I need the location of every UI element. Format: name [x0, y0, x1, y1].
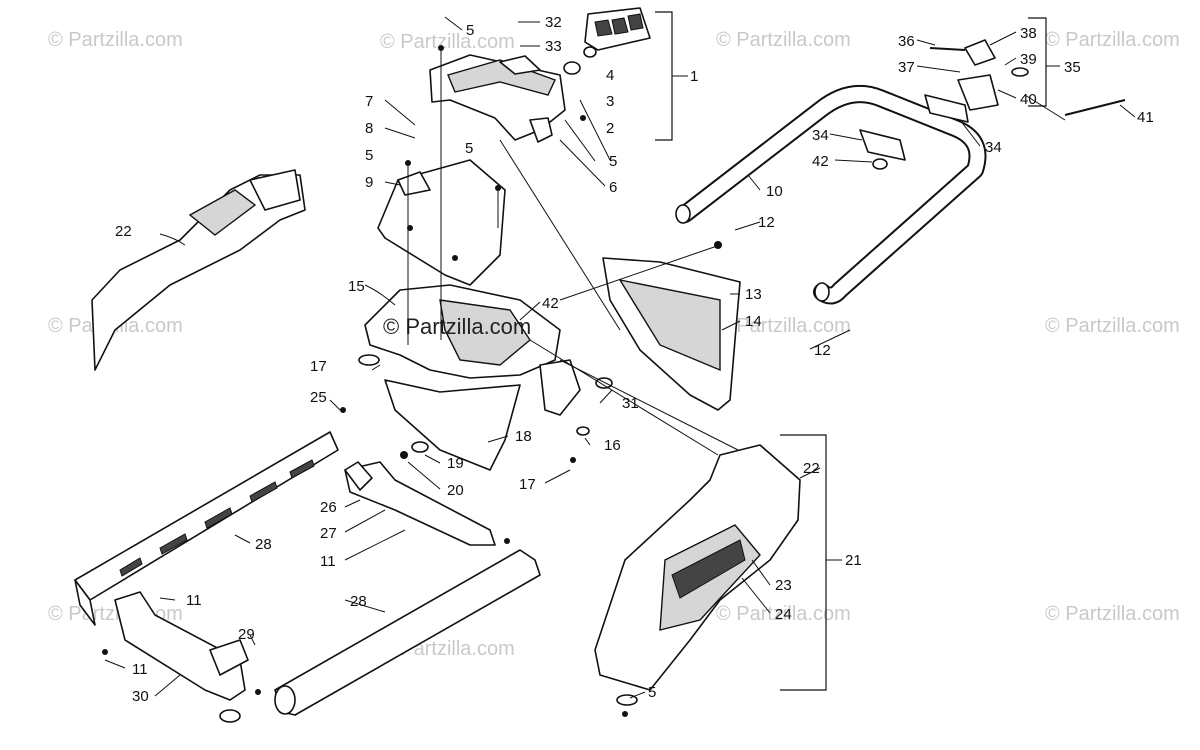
callout-12: 12 — [758, 214, 775, 231]
callout-42: 42 — [542, 295, 559, 312]
callout-35: 35 — [1064, 59, 1081, 76]
watermark: © Partzilla.com — [716, 29, 851, 51]
callout-38: 38 — [1020, 25, 1037, 42]
callout-41: 41 — [1137, 109, 1154, 126]
callout-32: 32 — [545, 14, 562, 31]
callout-10: 10 — [766, 183, 783, 200]
callout-labels: 1 2 3 4 5 5 5 5 5 6 7 8 9 10 11 11 11 12… — [115, 14, 1154, 705]
callout-5: 5 — [648, 684, 656, 701]
taillight-lens — [584, 7, 651, 51]
callout-28: 28 — [350, 593, 367, 610]
hitch-assembly — [929, 39, 1126, 116]
callout-26: 26 — [320, 499, 337, 516]
rail-bracket-upper — [344, 461, 496, 546]
callout-37: 37 — [898, 59, 915, 76]
callout-5: 5 — [466, 22, 474, 39]
callout-9: 9 — [365, 174, 373, 191]
watermark: © Partzilla.com — [716, 603, 851, 625]
callout-33: 33 — [545, 38, 562, 55]
callout-6: 6 — [609, 179, 617, 196]
callout-27: 27 — [320, 525, 337, 542]
rear-flap-left — [91, 169, 306, 371]
bracket-21 — [780, 434, 827, 691]
callout-4: 4 — [606, 67, 614, 84]
center-watermark: © Partzilla.com — [383, 314, 531, 339]
callout-15: 15 — [348, 278, 365, 295]
bracket-1 — [655, 11, 673, 141]
callout-42: 42 — [812, 153, 829, 170]
fasteners — [102, 45, 888, 723]
callout-22: 22 — [803, 460, 820, 477]
rear-housing — [364, 284, 581, 416]
watermark: © Partzilla.com — [1045, 315, 1180, 337]
side-panel-lower — [594, 444, 801, 691]
watermark: © Partzilla.com — [716, 315, 851, 337]
callout-19: 19 — [447, 455, 464, 472]
callout-12: 12 — [814, 342, 831, 359]
callout-29: 29 — [238, 626, 255, 643]
callout-16: 16 — [604, 437, 621, 454]
callout-21: 21 — [845, 552, 862, 569]
callout-23: 23 — [775, 577, 792, 594]
mud-flap — [384, 379, 521, 471]
callout-13: 13 — [745, 286, 762, 303]
callout-20: 20 — [447, 482, 464, 499]
callout-1: 1 — [690, 68, 698, 85]
callout-7: 7 — [365, 93, 373, 110]
callout-3: 3 — [606, 93, 614, 110]
grab-bar — [675, 85, 987, 305]
callout-17: 17 — [519, 476, 536, 493]
callout-11: 11 — [132, 661, 148, 678]
callout-11: 11 — [186, 592, 202, 609]
callout-22: 22 — [115, 223, 132, 240]
callout-24: 24 — [775, 606, 792, 623]
watermark: © Partzilla.com — [380, 31, 515, 53]
callout-36: 36 — [898, 33, 915, 50]
callout-5: 5 — [609, 153, 617, 170]
callout-8: 8 — [365, 120, 373, 137]
watermark: © Partzilla.com — [1045, 29, 1180, 51]
callout-17: 17 — [310, 358, 327, 375]
watermark: © Partzilla.com — [1045, 603, 1180, 625]
callout-34: 34 — [985, 139, 1002, 156]
bracket-35 — [1028, 17, 1047, 107]
callout-28: 28 — [255, 536, 272, 553]
callout-5: 5 — [365, 147, 373, 164]
callout-11: 11 — [320, 553, 336, 570]
rail-right — [274, 549, 541, 716]
callout-2: 2 — [606, 120, 614, 137]
callout-39: 39 — [1020, 51, 1037, 68]
watermark: © Partzilla.com — [48, 29, 183, 51]
callout-25: 25 — [310, 389, 327, 406]
callout-30: 30 — [132, 688, 149, 705]
callout-14: 14 — [745, 313, 762, 330]
leader-lines — [104, 16, 1136, 699]
side-panel-upper — [602, 257, 741, 411]
rail-bracket-lower — [114, 591, 249, 701]
taillight-housing — [429, 54, 566, 143]
callout-40: 40 — [1020, 91, 1037, 108]
callout-34: 34 — [812, 127, 829, 144]
callout-31: 31 — [622, 395, 639, 412]
rail-left — [74, 431, 339, 626]
callout-5: 5 — [465, 140, 473, 157]
bulb-socket — [563, 46, 597, 75]
callout-18: 18 — [515, 428, 532, 445]
bar-clamp — [859, 94, 969, 161]
